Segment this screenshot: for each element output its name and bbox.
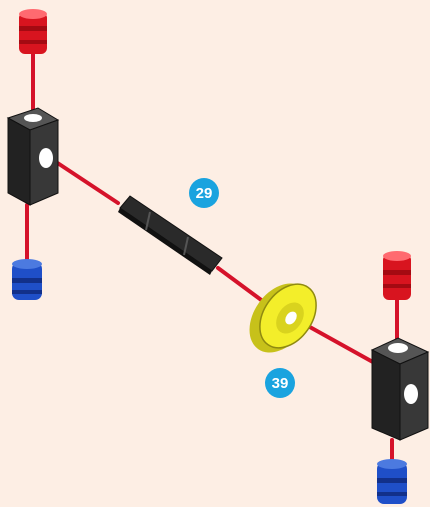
step-badge: 39 (265, 368, 295, 398)
guide-line-left-to-axle (48, 156, 120, 205)
black-connector-left (6, 107, 60, 206)
step-number: 29 (196, 185, 213, 202)
blue-cap-bottom-right (377, 459, 407, 504)
guide-lines (25, 50, 399, 464)
step-number: 39 (272, 375, 289, 392)
red-cap-top-left (19, 9, 47, 54)
step-badge: 29 (189, 178, 219, 208)
guide-line-axle-to-pulley (216, 266, 270, 307)
black-axle (118, 195, 223, 275)
guide-line-pulley-to-right (306, 324, 382, 368)
yellow-pulley (249, 283, 317, 353)
blue-cap-bottom-left (12, 259, 42, 300)
black-connector-right (370, 337, 430, 441)
red-cap-top-right (383, 251, 411, 300)
